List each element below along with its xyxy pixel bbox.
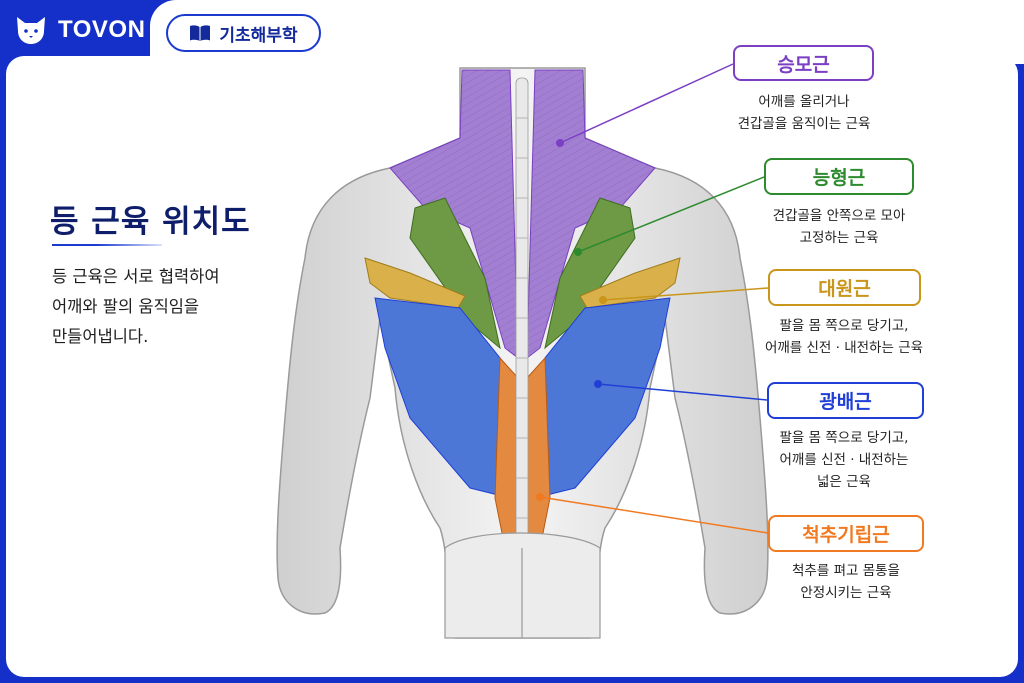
desc-line: 견갑골을 움직이는 근육 bbox=[737, 116, 871, 132]
desc-erector-spinae: 척추를 펴고 몸통을 안정시키는 근육 bbox=[756, 560, 936, 604]
desc-line: 팔을 몸 쪽으로 당기고, bbox=[779, 318, 909, 334]
desc-line: 어깨를 신전 · 내전하는 bbox=[779, 452, 909, 468]
tag-label: 기초해부학 bbox=[219, 25, 298, 46]
open-book-icon bbox=[190, 25, 211, 41]
desc-line: 어깨를 신전 · 내전하는 근육 bbox=[764, 340, 924, 356]
fox-logo-icon bbox=[17, 17, 45, 44]
desc-line: 견갑골을 안쪽으로 모아 bbox=[772, 208, 906, 224]
back-muscle-illustration bbox=[276, 67, 769, 639]
label-rhomboid-name: 능형근 bbox=[812, 167, 866, 189]
trapezius-fibers bbox=[390, 70, 655, 358]
desc-line: 척추를 펴고 몸통을 bbox=[792, 563, 900, 579]
title-underline bbox=[52, 244, 162, 246]
label-trapezius[interactable]: 승모근 bbox=[733, 45, 874, 81]
label-latissimus[interactable]: 광배근 bbox=[767, 382, 924, 419]
brand[interactable]: TOVON bbox=[14, 12, 145, 48]
desc-teres-major: 팔을 몸 쪽으로 당기고, 어깨를 신전 · 내전하는 근육 bbox=[744, 315, 944, 359]
desc-line: 팔을 몸 쪽으로 당기고, bbox=[779, 430, 909, 446]
rhomboid-right bbox=[544, 197, 636, 350]
desc-line: 고정하는 근육 bbox=[799, 230, 879, 246]
brand-name: TOVON bbox=[58, 16, 146, 43]
label-teres-major-name: 대원근 bbox=[818, 278, 871, 300]
label-latissimus-name: 광배근 bbox=[819, 391, 872, 413]
page-description: 등 근육은 서로 협력하여 어깨와 팔의 움직임을 만들어냅니다. bbox=[52, 262, 292, 352]
desc-line: 넓은 근육 bbox=[817, 474, 871, 490]
description-line: 만들어냅니다. bbox=[52, 327, 149, 346]
page-title: 등 근육 위치도 bbox=[50, 204, 251, 240]
description-line: 어깨와 팔의 움직임을 bbox=[52, 297, 200, 316]
latissimus-left bbox=[374, 297, 511, 499]
desc-line: 안정시키는 근육 bbox=[800, 585, 892, 601]
label-rhomboid[interactable]: 능형근 bbox=[764, 158, 914, 195]
desc-latissimus: 팔을 몸 쪽으로 당기고, 어깨를 신전 · 내전하는 넓은 근육 bbox=[754, 427, 934, 493]
category-tag[interactable]: 기초해부학 bbox=[166, 14, 321, 52]
desc-rhomboid: 견갑골을 안쪽으로 모아 고정하는 근육 bbox=[744, 205, 934, 249]
desc-trapezius: 어깨를 올리거나 견갑골을 움직이는 근육 bbox=[714, 91, 894, 135]
latissimus-right bbox=[534, 297, 671, 499]
desc-line: 어깨를 올리거나 bbox=[758, 94, 850, 110]
label-trapezius-name: 승모근 bbox=[777, 53, 830, 76]
label-erector-spinae[interactable]: 척추기립근 bbox=[768, 515, 924, 552]
rhomboid-left bbox=[409, 197, 501, 350]
description-line: 등 근육은 서로 협력하여 bbox=[52, 267, 220, 286]
label-teres-major[interactable]: 대원근 bbox=[768, 269, 921, 306]
label-erector-spinae-name: 척추기립근 bbox=[802, 524, 890, 546]
